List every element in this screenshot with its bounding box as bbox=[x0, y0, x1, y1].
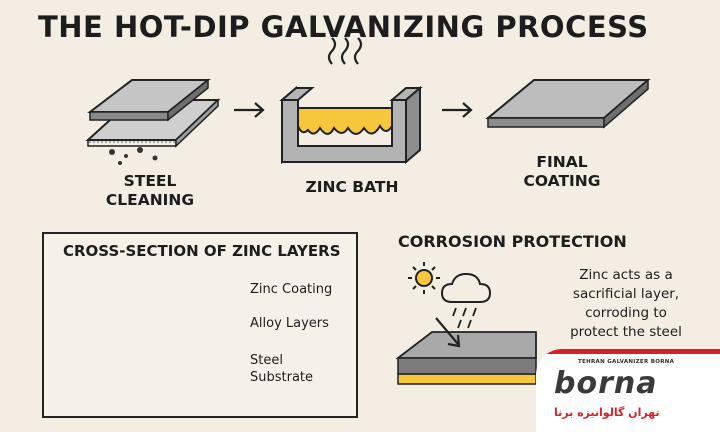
description-line: Zinc acts as a bbox=[579, 267, 673, 283]
page-title: THE HOT-DIP GALVANIZING PROCESS bbox=[38, 10, 649, 44]
corrosion-description: Zinc acts as a sacrificial layer, corrod… bbox=[536, 266, 716, 342]
arrow-right-icon bbox=[442, 102, 473, 118]
logo-wordmark: borna bbox=[554, 366, 658, 401]
arrow-right-icon bbox=[234, 102, 265, 118]
rain-cloud-icon bbox=[440, 272, 492, 329]
logo-company-name: TEHRAN GALVANIZER BORNA bbox=[578, 359, 675, 365]
description-line: protect the steel bbox=[570, 324, 682, 340]
step-label-line: ZINC BATH bbox=[305, 178, 399, 196]
logo-red-band bbox=[536, 349, 720, 354]
cross-section-panel bbox=[42, 232, 358, 418]
description-line: sacrificial layer, bbox=[572, 286, 680, 302]
logo-persian-name: تهران گالوانیزه برنا bbox=[554, 406, 660, 419]
layer-label-line: Substrate bbox=[250, 370, 314, 385]
final-coating-illustration bbox=[485, 78, 651, 129]
zinc-bath-illustration bbox=[279, 37, 423, 165]
corrosion-title: CORROSION PROTECTION bbox=[398, 232, 627, 251]
step-label-line: CLEANING bbox=[105, 191, 195, 209]
steel-cleaning-illustration bbox=[85, 78, 221, 165]
layer-label-line: Zinc Coating bbox=[250, 282, 333, 297]
step-label-line: STEEL bbox=[123, 172, 177, 190]
sun-icon bbox=[408, 262, 440, 294]
step-label-zinc-bath: ZINC BATH bbox=[292, 178, 412, 197]
brand-logo: TEHRAN GALVANIZER BORNA borna تهران گالو… bbox=[536, 349, 720, 432]
layer-label-zinc-coating: Zinc Coating bbox=[250, 281, 332, 298]
cross-section-title: CROSS-SECTION OF ZINC LAYERS bbox=[63, 242, 341, 260]
layer-label-steel-substrate: Steel Substrate bbox=[250, 352, 313, 386]
step-label-final-coating: FINAL COATING bbox=[512, 153, 612, 191]
step-label-line: FINAL bbox=[536, 153, 588, 171]
step-label-line: COATING bbox=[523, 172, 601, 190]
layer-label-line: Alloy Layers bbox=[250, 316, 329, 331]
steam-icon bbox=[327, 37, 363, 65]
description-line: corroding to bbox=[585, 305, 667, 321]
corrosion-illustration bbox=[395, 262, 537, 385]
layer-label-alloy: Alloy Layers bbox=[250, 315, 329, 332]
layer-label-line: Steel bbox=[250, 353, 283, 368]
step-label-steel-cleaning: STEEL CLEANING bbox=[100, 172, 200, 210]
